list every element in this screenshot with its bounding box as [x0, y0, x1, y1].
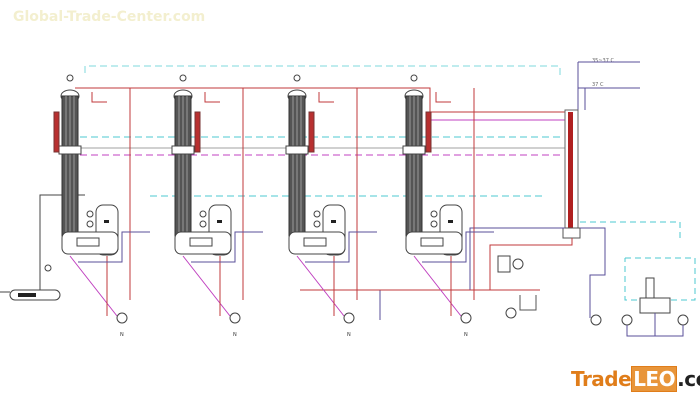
ejector — [645, 277, 655, 299]
vacuum-pump — [497, 255, 511, 273]
gauge-icon — [293, 74, 301, 82]
vapor-header — [84, 65, 561, 75]
gauge-icon — [66, 74, 74, 82]
effect-4-transfer — [422, 231, 494, 263]
pump-label: N — [120, 332, 124, 338]
effect-1-drain — [69, 255, 118, 317]
receiver-tank — [639, 297, 671, 314]
gauge-icon — [430, 220, 438, 228]
effect-2-preheater — [194, 111, 201, 153]
effect-4-connector — [420, 237, 444, 247]
gauge-icon — [86, 220, 94, 228]
effect-3-connector — [303, 237, 327, 247]
effect-2-steam-in — [204, 92, 220, 103]
pump-icon — [590, 314, 602, 326]
vapor-loop — [624, 257, 696, 301]
gauge-icon — [430, 210, 438, 218]
effect-4-preheater — [425, 111, 432, 153]
vapor-to-unit — [580, 221, 681, 240]
effect-1-preheater — [53, 111, 60, 153]
effect-3-drain — [296, 255, 345, 317]
effect-2-pump-icon — [229, 312, 241, 324]
pump-icon — [621, 314, 633, 326]
effect-2-connector — [189, 237, 213, 247]
label-mark — [331, 220, 336, 223]
effect-4-drain — [413, 255, 462, 317]
effect-3-transfer — [305, 231, 377, 263]
tank — [519, 295, 537, 311]
gauge-icon — [313, 220, 321, 228]
cooling-return — [489, 238, 573, 290]
gauge-icon — [313, 210, 321, 218]
effect-4-flange — [402, 145, 426, 155]
label-mark — [448, 220, 453, 223]
effect-2-transfer — [191, 231, 263, 263]
effect-3-preheater — [308, 111, 315, 153]
gauge-icon — [410, 74, 418, 82]
pump-icon — [677, 314, 689, 326]
gauge-icon — [86, 210, 94, 218]
temp-label-1: 35~37 C — [592, 58, 614, 64]
gauge-icon — [44, 264, 52, 272]
condenser-base — [562, 227, 581, 239]
effect-1-flange — [58, 145, 82, 155]
effect-3-flange — [285, 145, 309, 155]
effect-3-steam-in — [318, 92, 334, 103]
effect-4-steam-in — [435, 92, 451, 103]
condenser-tube — [568, 112, 573, 232]
effect-2-drain — [182, 255, 231, 317]
effect-1-transfer — [78, 231, 150, 263]
effect-2-flange — [171, 145, 195, 155]
gauge-icon — [199, 210, 207, 218]
effect-4-pump-icon — [460, 312, 472, 324]
pump-label: N — [347, 332, 351, 338]
pump-label: N — [464, 332, 468, 338]
temp-label-2: 37 C — [592, 82, 604, 88]
watermark: Global-Trade-Center.com — [13, 9, 206, 25]
steam-header — [75, 87, 565, 113]
pump-label: N — [233, 332, 237, 338]
label-mark — [104, 220, 109, 223]
effect-1-connector — [76, 237, 100, 247]
effect-3-pump-icon — [343, 312, 355, 324]
effect-1-pump-icon — [116, 312, 128, 324]
gauge-icon — [179, 74, 187, 82]
product-line-right — [580, 227, 606, 318]
feed-tank-label — [18, 293, 36, 297]
motor-icon — [512, 258, 524, 270]
gauge-icon — [199, 220, 207, 228]
label-mark — [217, 220, 222, 223]
pump-icon — [505, 307, 517, 319]
effect-1-steam-in — [91, 92, 107, 103]
